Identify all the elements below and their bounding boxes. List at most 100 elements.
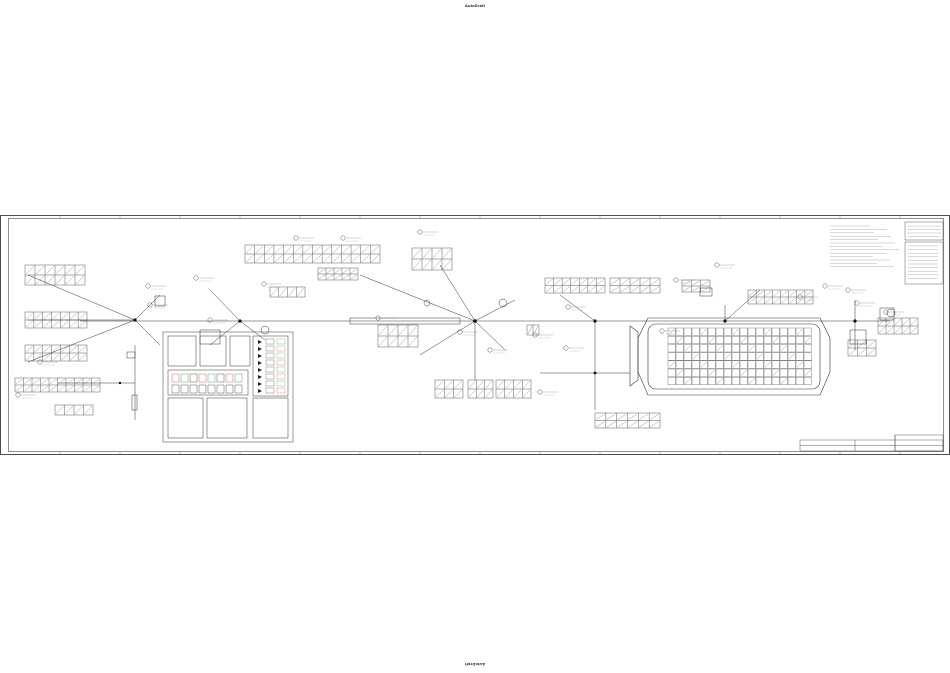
ecu-pin [795, 336, 804, 344]
ecu-pin [803, 360, 812, 369]
ecu-pin [771, 336, 780, 344]
ecu-pin [707, 336, 716, 344]
ecu-pin [667, 344, 676, 353]
callout-marker [673, 277, 694, 284]
ecu-pin [763, 352, 772, 361]
ecu-pin [683, 368, 692, 377]
connector-block [411, 247, 453, 271]
callout-marker [293, 235, 314, 242]
ecu-pin [755, 352, 764, 361]
notes-text-lines [830, 225, 941, 279]
ecu-pin [755, 377, 764, 385]
ecu-pin [667, 352, 676, 361]
ecu-pin [715, 344, 724, 353]
ecu-pin [747, 344, 756, 353]
ecu-pin [731, 344, 740, 353]
ecu-pin [739, 327, 748, 336]
ecu-pin [787, 368, 796, 377]
connector-block [495, 379, 532, 399]
ecu-pin [699, 336, 708, 344]
ecu-pin [747, 377, 756, 385]
ecu-pin [699, 368, 708, 377]
ecu-pin [795, 344, 804, 353]
callout-marker [147, 302, 168, 309]
ecu-pin [723, 336, 732, 344]
connector-block [877, 317, 919, 335]
ecu-pin [691, 368, 700, 377]
ecu-pin [787, 360, 796, 369]
ecu-pin [707, 360, 716, 369]
ecu-pin [691, 327, 700, 336]
ecu-pin [755, 336, 764, 344]
ecu-pin [723, 352, 732, 361]
ecu-pin [707, 377, 716, 385]
callout-markers [15, 229, 904, 399]
ecu-pin [747, 327, 756, 336]
ecu-pin [779, 352, 788, 361]
ecu-pin [779, 327, 788, 336]
ecu-pin [675, 327, 684, 336]
conduit-sleeve [349, 317, 461, 325]
ecu-pin [691, 360, 700, 369]
ecu-pin [675, 344, 684, 353]
callout-marker [375, 315, 396, 322]
callout-marker [207, 317, 228, 324]
ecu-pin [683, 344, 692, 353]
ecu-pin [707, 344, 716, 353]
connector-block [467, 379, 494, 399]
ecu-pin [803, 352, 812, 361]
ecu-pin [723, 368, 732, 377]
ecu-pin [723, 377, 732, 385]
ecu-pin [699, 352, 708, 361]
ecu-pin [779, 377, 788, 385]
ecu-pin [715, 368, 724, 377]
ecu-pin [715, 352, 724, 361]
ecu-pin [731, 377, 740, 385]
ecu-pin [739, 377, 748, 385]
ecu-pin [803, 368, 812, 377]
ecu-pin [795, 368, 804, 377]
callout-marker [714, 262, 735, 269]
callout-marker [15, 392, 36, 399]
ecu-pin [771, 327, 780, 336]
ecu-pin [691, 336, 700, 344]
harness-trunk [27, 264, 890, 420]
ecu-pin [795, 327, 804, 336]
ecu-pin [731, 336, 740, 344]
ecu-pin [731, 352, 740, 361]
ecu-pin [747, 368, 756, 377]
ecu-pin [707, 368, 716, 377]
connector-block [594, 412, 661, 429]
callout-marker [417, 229, 438, 236]
ecu-pin [779, 336, 788, 344]
ecu-pin [715, 336, 724, 344]
ecu-pin [691, 377, 700, 385]
ecu-pin [683, 377, 692, 385]
connector-group [14, 244, 919, 429]
ecu-pin [771, 352, 780, 361]
ecu-pin [731, 368, 740, 377]
sheet-top-label: AutoDraft [464, 3, 486, 8]
ecu-pin [803, 377, 812, 385]
ecu-pin [747, 352, 756, 361]
ecu-pin [667, 368, 676, 377]
fuse-relay-box [162, 331, 294, 443]
ecu-pin [723, 360, 732, 369]
callout-marker [883, 309, 904, 316]
callout-marker [797, 294, 818, 301]
callout-marker [563, 345, 584, 352]
ecu-pin [715, 377, 724, 385]
ecu-pin [803, 344, 812, 353]
ecu-pin-grid [667, 327, 812, 385]
ecu-pin [675, 360, 684, 369]
ecu-pin [683, 327, 692, 336]
ecu-pin [667, 360, 676, 369]
ecu-pin [771, 377, 780, 385]
ecu-pin [755, 360, 764, 369]
callout-marker [845, 287, 866, 294]
connector-block [24, 311, 88, 329]
ecu-pin [763, 360, 772, 369]
callout-marker [340, 235, 361, 242]
ecu-pin [699, 327, 708, 336]
